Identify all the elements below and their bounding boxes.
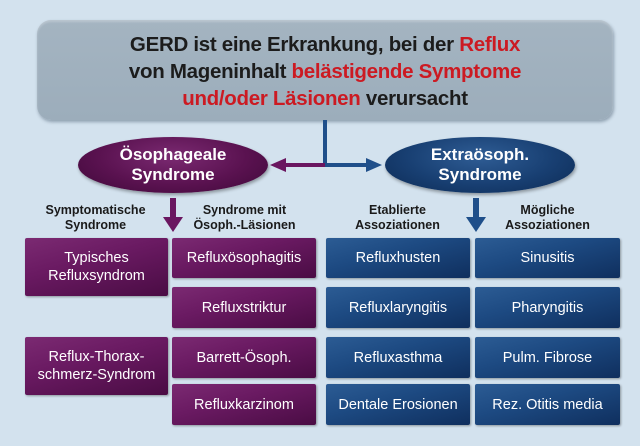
header-line: Ösoph.-Läsionen — [193, 218, 296, 232]
extraesophageal-syndromes-oval: Extraösoph. Syndrome — [385, 137, 575, 193]
header-line: Etablierte — [369, 203, 426, 217]
syndrome-box: Refluxstriktur — [172, 287, 316, 328]
box-label: Barrett-Ösoph. — [196, 349, 292, 366]
syndrome-box: Refluxkarzinom — [172, 384, 316, 425]
association-box: Pulm. Fibrose — [475, 337, 620, 378]
connector-left-line — [285, 163, 325, 167]
association-box: Dentale Erosionen — [326, 384, 470, 425]
association-box: Rez. Otitis media — [475, 384, 620, 425]
oval-label: Syndrome — [438, 165, 522, 184]
definition-highlight: belästigende Symptome — [291, 60, 522, 83]
header-line: Symptomatische — [45, 203, 146, 217]
box-label: Dentale Erosionen — [338, 396, 458, 413]
definition-line-3: und/oder Läsionen verursacht — [37, 85, 613, 112]
box-label: Rez. Otitis media — [492, 396, 603, 413]
esophageal-syndromes-oval: Ösophageale Syndrome — [78, 137, 268, 193]
association-box: Refluxhusten — [326, 238, 470, 278]
header-line: Syndrome — [64, 218, 127, 232]
header-line: Syndrome mit — [202, 203, 287, 217]
syndrome-box: Reflux-Thorax- schmerz-Syndrom — [25, 337, 168, 395]
header-line: Assoziationen — [355, 218, 440, 232]
connector-right-line — [325, 163, 367, 167]
syndrome-box: Refluxösophagitis — [172, 238, 316, 278]
header-line: Mögliche — [520, 203, 575, 217]
association-box: Refluxlaryngitis — [326, 287, 470, 328]
arrow-down-icon — [163, 198, 183, 234]
box-label: Reflux-Thorax- — [48, 349, 145, 365]
association-box: Pharyngitis — [475, 287, 620, 328]
box-label: Refluxstriktur — [201, 299, 287, 316]
definition-text: GERD ist eine Erkrankung, bei der — [129, 33, 460, 56]
definition-line-1: GERD ist eine Erkrankung, bei der Reflux — [37, 31, 613, 58]
box-label: Pharyngitis — [511, 299, 584, 316]
definition-highlight: und/oder Läsionen — [182, 87, 361, 110]
column-header-lesions: Syndrome mit Ösoph.-Läsionen — [172, 203, 317, 233]
definition-text: verursacht — [360, 87, 468, 110]
box-label: Refluxhusten — [355, 250, 441, 266]
connector-vertical-line — [323, 120, 327, 167]
header-line: Assoziationen — [505, 218, 590, 232]
syndrome-box: Barrett-Ösoph. — [172, 337, 316, 378]
definition-box: GERD ist eine Erkrankung, bei der Reflux… — [37, 20, 613, 120]
definition-text: von Mageninhalt — [128, 60, 292, 83]
column-header-symptomatic: Symptomatische Syndrome — [23, 203, 168, 233]
box-label: Sinusitis — [520, 250, 575, 266]
box-label: Refluxasthma — [353, 349, 443, 366]
arrow-right-icon — [366, 158, 382, 172]
box-label: Refluxösophagitis — [186, 250, 302, 266]
box-label: Refluxkarzinom — [194, 396, 294, 413]
definition-line-2: von Mageninhalt belästigende Symptome — [37, 58, 613, 85]
box-label: schmerz-Syndrom — [37, 367, 156, 383]
oval-label: Extraösoph. — [430, 145, 530, 164]
arrow-down-icon — [466, 198, 486, 234]
syndrome-box: Typisches Refluxsyndrom — [25, 238, 168, 296]
box-label: Typisches — [64, 250, 129, 266]
column-header-possible: Mögliche Assoziationen — [475, 203, 620, 233]
box-label: Pulm. Fibrose — [502, 349, 593, 366]
oval-label: Syndrome — [131, 165, 215, 184]
association-box: Refluxasthma — [326, 337, 470, 378]
oval-label: Ösophageale — [119, 145, 227, 164]
arrow-left-icon — [270, 158, 286, 172]
box-label: Refluxlaryngitis — [348, 299, 448, 316]
column-header-established: Etablierte Assoziationen — [325, 203, 470, 233]
association-box: Sinusitis — [475, 238, 620, 278]
definition-highlight: Reflux — [459, 33, 521, 56]
box-label: Refluxsyndrom — [48, 268, 145, 284]
